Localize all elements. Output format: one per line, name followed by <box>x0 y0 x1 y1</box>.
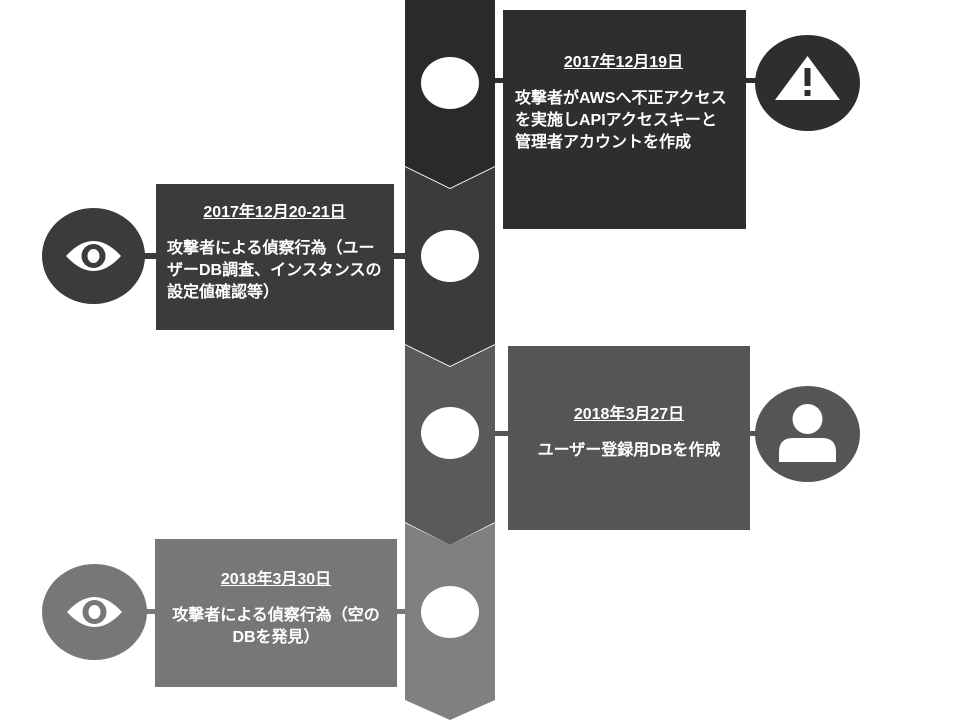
timeline-dot <box>421 57 479 109</box>
event-description: 攻撃者による偵察行為（空のDBを発見） <box>172 607 380 646</box>
connector-line <box>146 609 156 614</box>
eye-icon <box>42 208 145 304</box>
event-card: 2018年3月27日 ユーザー登録用DBを作成 <box>508 346 750 530</box>
connector-line <box>493 431 508 436</box>
event-card: 2017年12月20-21日 攻撃者による偵察行為（ユーザーDB調査、インスタン… <box>156 184 394 330</box>
warning-icon <box>755 35 860 131</box>
connector-line <box>745 78 757 83</box>
event-date: 2018年3月30日 <box>220 571 332 588</box>
timeline-dot <box>421 407 479 459</box>
event-date: 2017年12月20-21日 <box>203 204 346 221</box>
event-card: 2018年3月30日 攻撃者による偵察行為（空のDBを発見） <box>155 539 397 687</box>
event-description: 攻撃者がAWSへ不正アクセスを実施しAPIアクセスキーと管理者アカウントを作成 <box>515 90 727 151</box>
eye-icon <box>42 564 147 660</box>
connector-line <box>396 609 407 614</box>
event-card: 2017年12月19日 攻撃者がAWSへ不正アクセスを実施しAPIアクセスキーと… <box>503 10 746 229</box>
event-description: ユーザー登録用DBを作成 <box>537 442 721 459</box>
timeline-dot <box>421 586 479 638</box>
connector-line <box>144 253 156 259</box>
event-date: 2018年3月27日 <box>573 406 685 423</box>
connector-line <box>493 78 503 83</box>
timeline-dot <box>421 230 479 282</box>
user-icon <box>755 386 860 482</box>
event-date: 2017年12月19日 <box>563 54 684 71</box>
event-description: 攻撃者による偵察行為（ユーザーDB調査、インスタンスの設定値確認等） <box>167 240 382 301</box>
connector-line <box>749 431 757 436</box>
connector-line <box>393 253 407 259</box>
